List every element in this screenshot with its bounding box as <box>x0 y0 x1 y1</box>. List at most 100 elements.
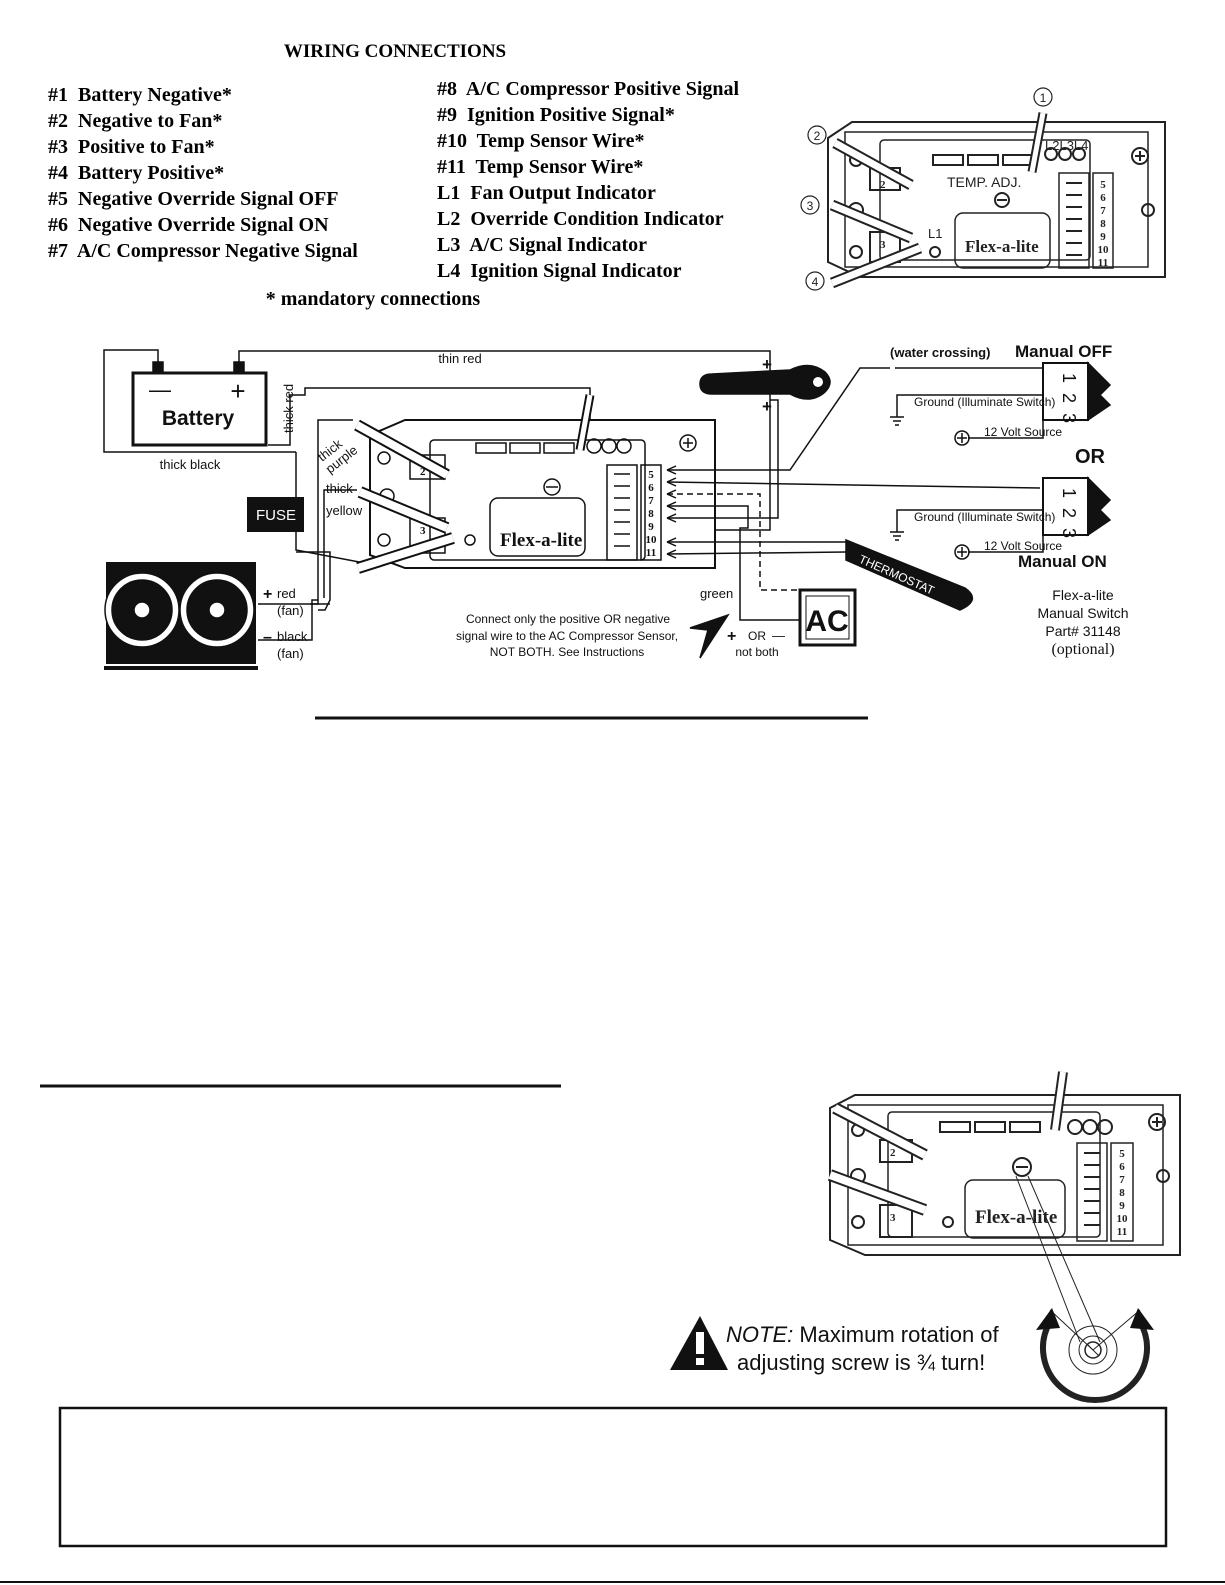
terminal-number: 9 <box>648 521 654 533</box>
post-number: 3 <box>890 1212 896 1224</box>
fuse-label: FUSE <box>256 507 296 524</box>
not-both-label: not both <box>735 645 778 659</box>
connections-right-list: #8 A/C Compressor Positive Signal #9 Ign… <box>437 78 739 282</box>
fan-red-label: red <box>277 586 296 601</box>
brand-logo: Flex-a-lite <box>965 237 1039 256</box>
manual-on-label: Manual ON <box>1018 552 1107 571</box>
ac-or: OR <box>748 629 766 643</box>
thick-yellow-label: thick <box>326 481 353 496</box>
connection-item: #6 Negative Override Signal ON <box>48 214 329 236</box>
page-title: WIRING CONNECTIONS <box>284 41 506 62</box>
rotation-note: NOTE: Maximum rotation of adjusting scre… <box>670 1316 1000 1375</box>
ignition-plus: + <box>762 397 772 416</box>
wiring-diagram-labels: Battery — + thin red thick red thick bla… <box>149 342 1129 661</box>
thick-black-label: thick black <box>160 457 221 472</box>
terminal-number: 6 <box>1119 1161 1125 1173</box>
connection-item: #1 Battery Negative* <box>48 84 232 106</box>
connection-item: #11 Temp Sensor Wire* <box>437 156 643 178</box>
connection-item: L3 A/C Signal Indicator <box>437 234 647 256</box>
thick-red-label: thick red <box>281 384 296 433</box>
post-number: 2 <box>890 1147 896 1159</box>
fan-black-sub: (fan) <box>277 646 304 661</box>
post-number: 2 <box>420 466 426 478</box>
connection-item: #8 A/C Compressor Positive Signal <box>437 78 739 100</box>
note-line-1: NOTE: Maximum rotation of <box>726 1322 1000 1347</box>
terminal-number: 11 <box>1117 1226 1127 1238</box>
ac-note-line: signal wire to the AC Compressor Sensor, <box>456 629 678 643</box>
controller-adjust-labels: Flex-a-lite 2 3 5 6 7 8 9 10 11 <box>890 1147 1128 1238</box>
connection-item: #10 Temp Sensor Wire* <box>437 130 644 152</box>
terminal-number: 10 <box>1098 244 1110 256</box>
ignition-plus: + <box>762 355 772 374</box>
connection-item: #5 Negative Override Signal OFF <box>48 188 339 210</box>
fan-black-label: black <box>277 629 308 644</box>
connections-left-list: #1 Battery Negative* #2 Negative to Fan*… <box>48 84 358 262</box>
controller-reference-labels: 1 2 3 4 L2L3L4 TEMP. ADJ. L1 Flex-a-lite… <box>807 91 1109 289</box>
switch-caption-line: Manual Switch <box>1037 605 1128 621</box>
terminal-number: 8 <box>648 508 654 520</box>
battery-minus: — <box>149 377 171 402</box>
switch-terminal: 1 <box>1059 373 1079 383</box>
terminal-number: 8 <box>1119 1187 1125 1199</box>
ground-label: Ground (Illuminate Switch) <box>914 395 1055 409</box>
controller-reference <box>800 87 1166 291</box>
connection-item: L2 Override Condition Indicator <box>437 208 724 230</box>
connection-item: #2 Negative to Fan* <box>48 110 222 132</box>
ac-plus: + <box>727 628 736 645</box>
switch-terminal: 1 <box>1059 488 1079 498</box>
post-number: 3 <box>420 525 426 537</box>
callout-3: 3 <box>807 199 814 213</box>
switch-terminal: 3 <box>1059 528 1079 538</box>
ac-note-line: Connect only the positive OR negative <box>466 612 670 626</box>
connection-item: #3 Positive to Fan* <box>48 136 215 158</box>
volt-label: 12 Volt Source <box>984 539 1062 553</box>
switch-caption-line: Flex-a-lite <box>1052 587 1114 603</box>
ac-compressor-box <box>798 588 857 647</box>
callout-2: 2 <box>814 129 821 143</box>
terminal-number: 7 <box>1119 1174 1125 1186</box>
ground-label: Ground (Illuminate Switch) <box>914 510 1055 524</box>
wiring-diagram <box>103 349 1112 670</box>
terminal-number: 5 <box>1119 1148 1125 1160</box>
terminal-number: 6 <box>648 482 654 494</box>
callout-1: 1 <box>1040 91 1047 105</box>
brand-logo: Flex-a-lite <box>500 530 582 551</box>
note-prefix: NOTE: <box>726 1322 793 1347</box>
switch-terminal: 2 <box>1059 393 1079 403</box>
bottom-box <box>58 1406 1168 1548</box>
controller-adjust-view <box>827 1071 1181 1403</box>
ac-minus: — <box>772 628 785 643</box>
connection-item: #4 Battery Positive* <box>48 162 224 184</box>
switch-caption-line: (optional) <box>1051 641 1114 658</box>
terminal-number: 10 <box>646 534 658 546</box>
led-labels: L2L3L4 <box>1045 138 1088 153</box>
volt-label: 12 Volt Source <box>984 425 1062 439</box>
terminal-number: 8 <box>1100 218 1106 230</box>
manual-off-label: Manual OFF <box>1015 342 1112 361</box>
terminal-number: 5 <box>1100 179 1106 191</box>
or-label: OR <box>1075 446 1106 468</box>
connection-item: L4 Ignition Signal Indicator <box>437 260 682 282</box>
connection-item: #9 Ignition Positive Signal* <box>437 104 675 126</box>
switch-terminal: 2 <box>1059 508 1079 518</box>
terminal-number: 5 <box>648 469 654 481</box>
temp-adj-label: TEMP. ADJ. <box>947 174 1021 190</box>
terminal-number: 9 <box>1100 231 1106 243</box>
l1-label: L1 <box>928 226 942 241</box>
note-line-2: adjusting screw is ¾ turn! <box>737 1350 985 1375</box>
post-number: 2 <box>880 179 886 191</box>
fan-plus: + <box>263 586 272 603</box>
fuse-box <box>247 497 304 532</box>
terminal-number: 11 <box>1098 257 1108 269</box>
connection-item: #7 A/C Compressor Negative Signal <box>48 240 358 262</box>
terminal-number: 9 <box>1119 1200 1125 1212</box>
terminal-number: 10 <box>1117 1213 1129 1225</box>
post-number: 3 <box>880 239 886 251</box>
note-line-1-rest: Maximum rotation of <box>793 1322 999 1347</box>
battery <box>131 371 268 447</box>
thin-red-label: thin red <box>438 351 481 366</box>
ac-note-line: NOT BOTH. See Instructions <box>490 645 645 659</box>
callout-4: 4 <box>812 275 819 289</box>
terminal-number: 7 <box>1100 205 1106 217</box>
